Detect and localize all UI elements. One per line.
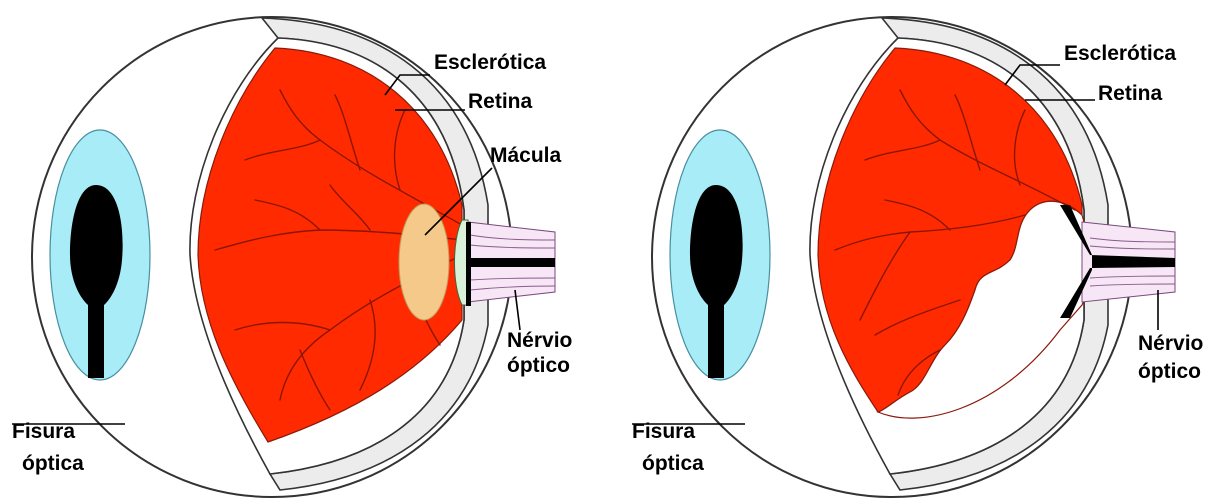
label-optic-nerve-2: óptico [1138, 360, 1201, 383]
optic-nerve [466, 222, 555, 306]
label-optic-fissure-2: óptica [22, 452, 84, 475]
label-sclera: Esclerótica [434, 51, 546, 74]
label-retina: Retina [1098, 82, 1163, 105]
label-sclera: Esclerótica [1064, 42, 1176, 65]
label-optic-nerve-1: Nérvio [507, 329, 572, 352]
label-macula: Mácula [490, 144, 562, 167]
label-optic-nerve-2: óptico [507, 354, 570, 377]
label-optic-fissure-2: óptica [642, 452, 704, 475]
label-optic-fissure-1: Fisura [632, 420, 695, 443]
macula-spot [399, 204, 449, 320]
label-retina: Retina [468, 90, 533, 113]
label-optic-nerve-1: Nérvio [1138, 332, 1203, 355]
eye-diagram-normal: Esclerótica Retina Mácula Nérvio óptico … [12, 17, 572, 497]
label-optic-fissure-1: Fisura [12, 420, 75, 443]
eye-diagram-detached: Esclerótica Retina Nérvio óptico Fisura … [632, 17, 1203, 497]
